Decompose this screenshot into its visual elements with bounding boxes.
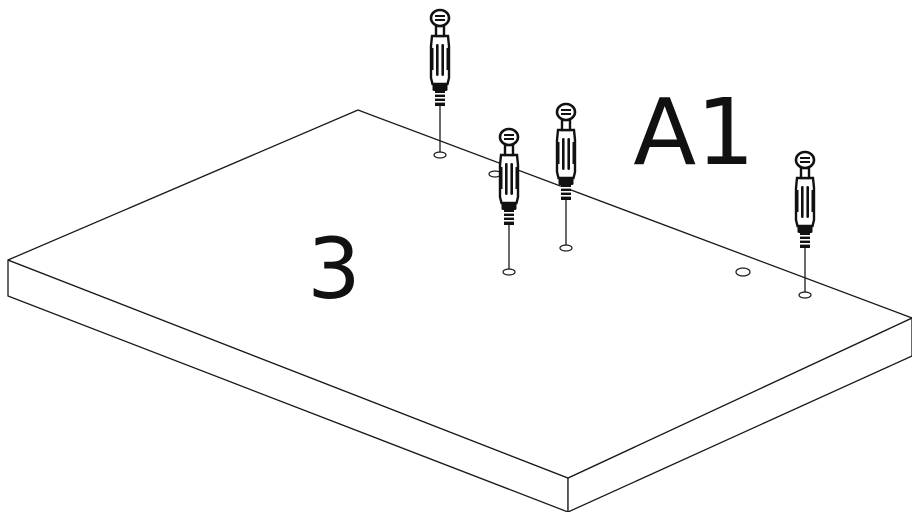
hole	[559, 244, 573, 252]
hole	[502, 268, 516, 276]
hole	[735, 267, 751, 277]
cam-dowel-icon	[794, 150, 816, 250]
hole	[798, 291, 812, 299]
board-top-face	[7, 109, 912, 479]
hole	[433, 151, 447, 159]
holes	[433, 151, 812, 299]
panel-label: 3	[307, 220, 360, 318]
panel-board	[7, 109, 912, 512]
guide-lines	[439, 105, 806, 293]
fastener-label: A1	[633, 79, 754, 186]
cam-dowel-icon	[429, 8, 451, 108]
